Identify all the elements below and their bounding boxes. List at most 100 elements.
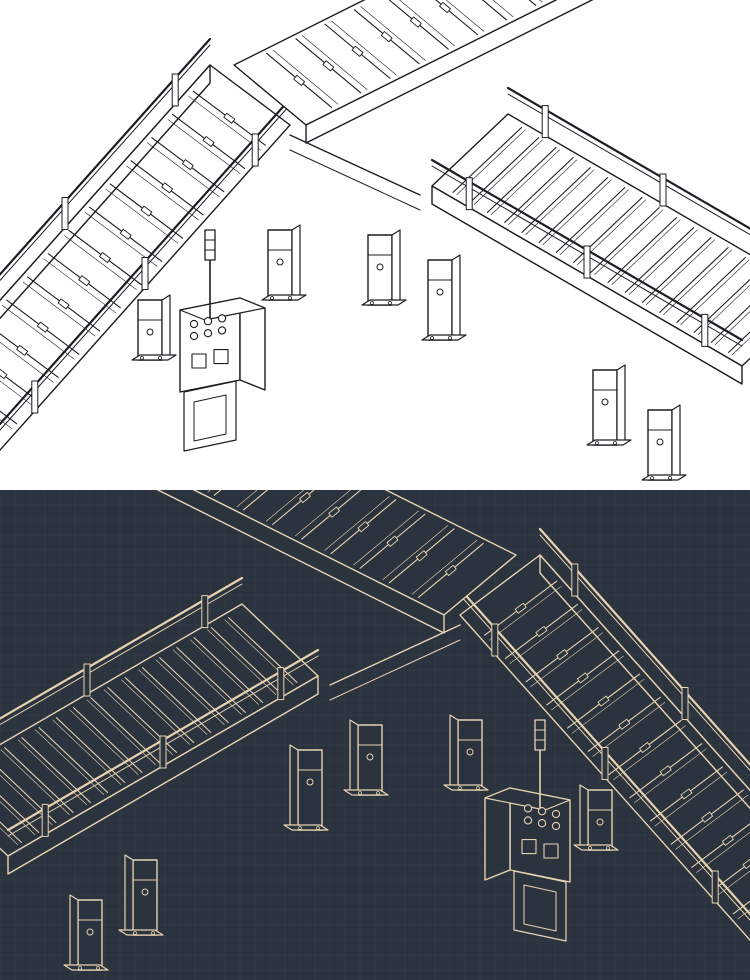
conveyor-roller bbox=[210, 627, 281, 693]
conveyor-roller-edge bbox=[399, 0, 455, 47]
roller-slat bbox=[328, 506, 341, 518]
leg-bolt bbox=[466, 748, 474, 756]
conveyor-roller bbox=[0, 410, 18, 425]
conveyor-roller bbox=[486, 147, 557, 213]
leg-foot-plate bbox=[443, 784, 489, 791]
support-leg-side bbox=[451, 254, 461, 341]
conveyor-roller-edge bbox=[571, 678, 645, 734]
foot-bolt bbox=[288, 296, 292, 300]
support-leg-side bbox=[124, 854, 134, 936]
roller-slat bbox=[0, 368, 8, 380]
conveyor-frame-lower-edge bbox=[7, 693, 319, 875]
conveyor-roller-edge bbox=[492, 0, 514, 18]
conveyor-roller bbox=[521, 167, 591, 233]
conveyor-roller-edge bbox=[126, 165, 199, 221]
leg-foot-plate bbox=[421, 334, 467, 341]
conveyor-roller-edge bbox=[236, 490, 258, 508]
conveyor-roller bbox=[141, 667, 212, 733]
leg-bolt bbox=[601, 398, 609, 406]
roller-slat bbox=[78, 275, 91, 287]
conveyor-roller bbox=[624, 227, 695, 293]
leg-bolt bbox=[276, 258, 284, 266]
leg-bolt bbox=[656, 438, 664, 446]
roller-slat bbox=[618, 718, 631, 730]
conveyor-roller-edge bbox=[207, 629, 277, 695]
support-leg-side bbox=[291, 224, 301, 301]
conveyor-roller-edge bbox=[1, 304, 75, 360]
roller-slat bbox=[99, 252, 111, 263]
conveyor-drawing-light bbox=[0, 0, 750, 481]
conveyor-roller bbox=[90, 697, 160, 763]
cabinet-button bbox=[217, 314, 227, 323]
conveyor-roller-edge bbox=[382, 525, 448, 580]
conveyor-roller-edge bbox=[0, 801, 36, 835]
roller-slat bbox=[556, 649, 569, 661]
support-leg-right bbox=[592, 369, 618, 446]
conveyor-roller bbox=[641, 237, 712, 303]
foot-bolt bbox=[96, 966, 100, 970]
roller-slat bbox=[36, 321, 49, 333]
cabinet-stand-opening bbox=[193, 394, 227, 442]
support-leg-side bbox=[161, 294, 171, 361]
conveyor-roller-edge bbox=[696, 831, 750, 873]
cabinet-indicator bbox=[191, 353, 207, 369]
conveyor-roller-edge bbox=[188, 96, 262, 151]
leg-bolt bbox=[141, 888, 149, 896]
foot-bolt bbox=[376, 791, 380, 795]
foot-bolt bbox=[588, 846, 592, 850]
control-cabinet bbox=[484, 719, 571, 942]
conveyor-roller bbox=[607, 217, 677, 283]
foot-bolt bbox=[606, 846, 610, 850]
conveyor-roller-edge bbox=[0, 827, 18, 845]
roller-slat bbox=[223, 112, 236, 124]
roller-slat bbox=[409, 16, 422, 28]
foot-bolt bbox=[613, 441, 617, 445]
foot-bolt bbox=[133, 931, 137, 935]
support-leg-side bbox=[449, 714, 459, 791]
conveyor-roller-edge bbox=[611, 219, 681, 285]
conveyor-roller-edge bbox=[86, 699, 156, 765]
roller-slat bbox=[576, 672, 589, 684]
support-leg-side bbox=[69, 894, 79, 971]
cabinet-top bbox=[179, 297, 266, 321]
rail-bracket bbox=[571, 563, 579, 597]
rail-bracket bbox=[141, 257, 149, 290]
conveyor-roller-edge bbox=[445, 0, 485, 32]
roller-slat bbox=[57, 298, 70, 310]
leg-foot-plate bbox=[641, 474, 687, 481]
conveyor-roller-edge bbox=[167, 119, 241, 174]
conveyor-roller-edge bbox=[594, 209, 664, 275]
roller-slat bbox=[357, 521, 370, 533]
cabinet-button bbox=[217, 326, 227, 335]
roller-slat bbox=[639, 742, 651, 753]
roller-slat bbox=[444, 564, 457, 576]
conveyor-roller-edge bbox=[663, 249, 733, 315]
conveyor-roller bbox=[73, 707, 143, 773]
support-leg-side bbox=[671, 404, 681, 481]
conveyor-roller-edge bbox=[525, 169, 595, 235]
conveyor-roller-edge bbox=[52, 719, 122, 785]
conveyor-roller-edge bbox=[360, 6, 426, 61]
line-art bbox=[0, 490, 750, 971]
conveyor-roller bbox=[0, 821, 22, 843]
conveyor-isometric-dark bbox=[0, 490, 750, 980]
roller-slat bbox=[701, 811, 714, 823]
support-leg-side bbox=[349, 719, 359, 796]
conveyor-roller-edge bbox=[628, 229, 698, 295]
support-leg-side bbox=[616, 364, 626, 446]
conveyor-roller bbox=[538, 177, 609, 243]
conveyor-frame-lower-edge bbox=[539, 572, 750, 810]
signal-tower-lamp bbox=[534, 719, 546, 751]
conveyor-roller-edge bbox=[0, 749, 70, 815]
cabinet-button bbox=[537, 807, 547, 816]
conveyor-roller-edge bbox=[22, 281, 96, 337]
leg-bolt bbox=[376, 263, 384, 271]
foot-bolt bbox=[430, 336, 434, 340]
foot-bolt bbox=[358, 791, 362, 795]
conveyor-roller bbox=[728, 331, 750, 353]
rail-bracket bbox=[681, 687, 689, 720]
rail-bracket bbox=[465, 177, 473, 211]
rail-bracket bbox=[31, 380, 39, 414]
conveyor-roller-edge bbox=[714, 311, 750, 345]
conveyor-roller bbox=[0, 795, 40, 833]
